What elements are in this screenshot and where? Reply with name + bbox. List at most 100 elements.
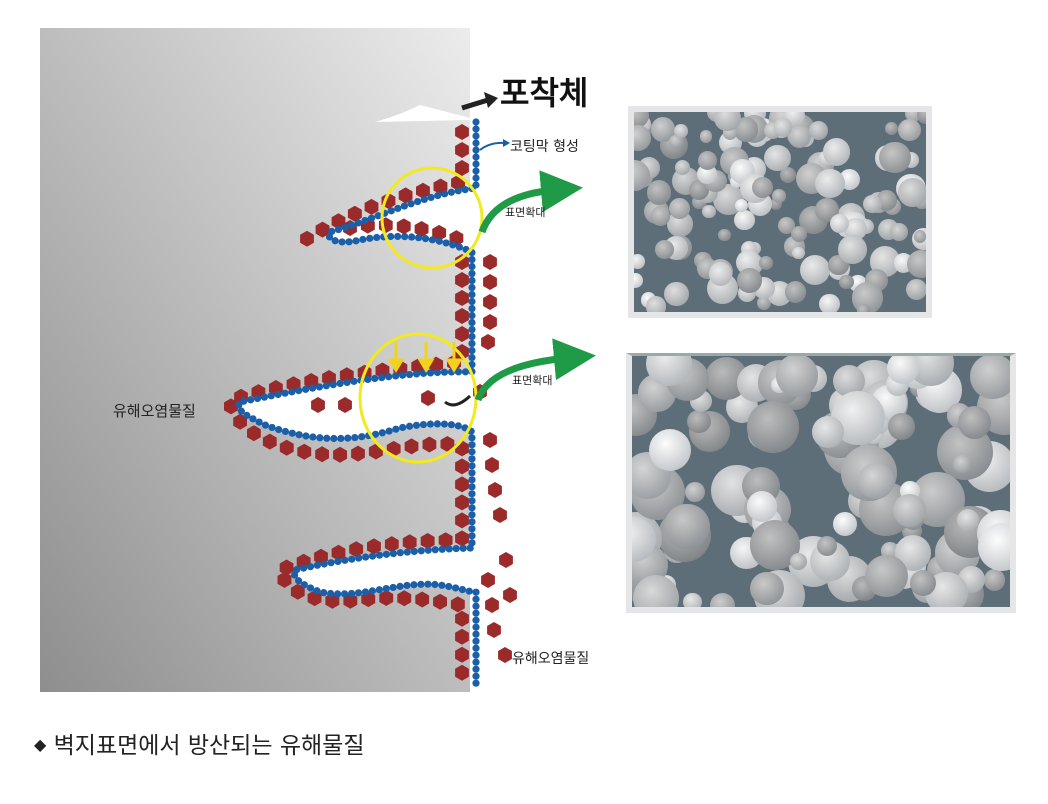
particle — [832, 511, 858, 537]
pollutant-particle — [396, 218, 411, 235]
coating-bead — [361, 588, 370, 596]
coating-bead — [399, 423, 407, 432]
pollutant-particle — [367, 538, 381, 555]
coating-bead — [275, 425, 283, 434]
particle — [844, 217, 867, 240]
highlight-circle-1 — [380, 166, 484, 270]
coating-bead — [452, 544, 460, 553]
pollutant-particle — [450, 596, 465, 613]
coating-bead — [293, 566, 301, 574]
coating-bead — [468, 518, 476, 526]
particle — [699, 130, 712, 143]
coating-bead — [405, 370, 414, 379]
coating-bead — [368, 552, 377, 560]
coating-bead — [472, 602, 480, 610]
coating-bead — [468, 476, 476, 484]
coating-bead — [468, 255, 476, 264]
coating-bead — [302, 385, 310, 393]
coating-bead — [309, 433, 317, 441]
coating-bead — [458, 586, 467, 594]
pollutant-particle — [455, 628, 469, 645]
pollutant-particle — [455, 646, 469, 663]
particle — [634, 253, 646, 269]
coating-bead — [334, 557, 342, 566]
particle — [837, 234, 867, 264]
coating-bead — [415, 234, 423, 242]
coating-bead — [315, 383, 324, 391]
coating-bead — [431, 580, 439, 589]
particle — [819, 293, 841, 312]
pollutant-particle — [224, 398, 238, 415]
coating-bead — [316, 434, 324, 442]
coating-bead — [385, 373, 393, 381]
coating-bead — [414, 197, 422, 206]
pollutant-particle — [402, 534, 417, 551]
coating-bead — [392, 372, 400, 380]
coating-bead — [468, 262, 476, 271]
particle — [780, 166, 797, 183]
particle — [913, 230, 926, 243]
coating-bead — [472, 139, 480, 147]
coating-bead — [338, 238, 346, 246]
coating-label: 코팅막 형성 — [510, 139, 579, 155]
particle — [663, 503, 710, 550]
particle — [683, 593, 702, 607]
pollutant-particle — [433, 593, 447, 610]
particle — [632, 574, 679, 607]
coating-bead — [352, 237, 360, 245]
particle — [822, 138, 851, 167]
coating-bead — [417, 547, 425, 555]
particle — [970, 356, 1010, 400]
coating-bead — [468, 325, 476, 334]
coating-bead — [452, 584, 460, 592]
coating-bead — [468, 469, 476, 477]
particle — [634, 112, 649, 129]
coating-bead — [392, 425, 400, 433]
coating-bead — [313, 587, 321, 595]
coating-bead — [472, 609, 480, 617]
pore-2 — [238, 371, 472, 439]
coating-bead — [350, 377, 358, 385]
particle — [863, 194, 882, 214]
particle — [634, 124, 652, 152]
pollutant-particle — [455, 512, 469, 529]
particle — [799, 254, 830, 286]
coating-bead — [468, 290, 476, 299]
particle — [907, 249, 926, 279]
coating-bead — [431, 546, 439, 554]
coating-bead — [417, 580, 425, 588]
coating-bead — [281, 389, 289, 397]
coating-bead — [367, 214, 376, 222]
pollutant-particle — [483, 254, 497, 270]
coating-bead — [468, 353, 476, 362]
pollutant-label-right: 유해오염물질 — [512, 651, 590, 667]
particle — [812, 416, 844, 449]
coating-bead — [442, 239, 450, 247]
particle — [773, 118, 793, 137]
coating-bead — [412, 421, 421, 429]
coating-bead — [472, 153, 480, 161]
coating-bead — [345, 238, 353, 246]
coating-bead — [253, 394, 262, 403]
particle — [710, 593, 736, 607]
particle — [674, 124, 688, 138]
coating-bead — [468, 297, 476, 306]
coating-bead — [337, 434, 345, 443]
pollutant-particle — [404, 438, 419, 455]
coating-bead — [267, 392, 275, 400]
pollutant-particle — [414, 221, 429, 237]
coating-bead — [468, 332, 476, 341]
particle — [857, 463, 894, 499]
coating-bead — [326, 589, 335, 598]
coating-bead — [371, 374, 379, 383]
pollutant-particle — [247, 425, 261, 442]
pollutant-particle — [455, 530, 469, 547]
coating-bead — [405, 422, 414, 430]
particle — [777, 217, 795, 235]
coating-bead — [235, 401, 243, 409]
particle — [687, 409, 711, 433]
coating-bead — [394, 232, 402, 241]
coating-bead — [398, 371, 407, 379]
particle — [764, 144, 791, 172]
